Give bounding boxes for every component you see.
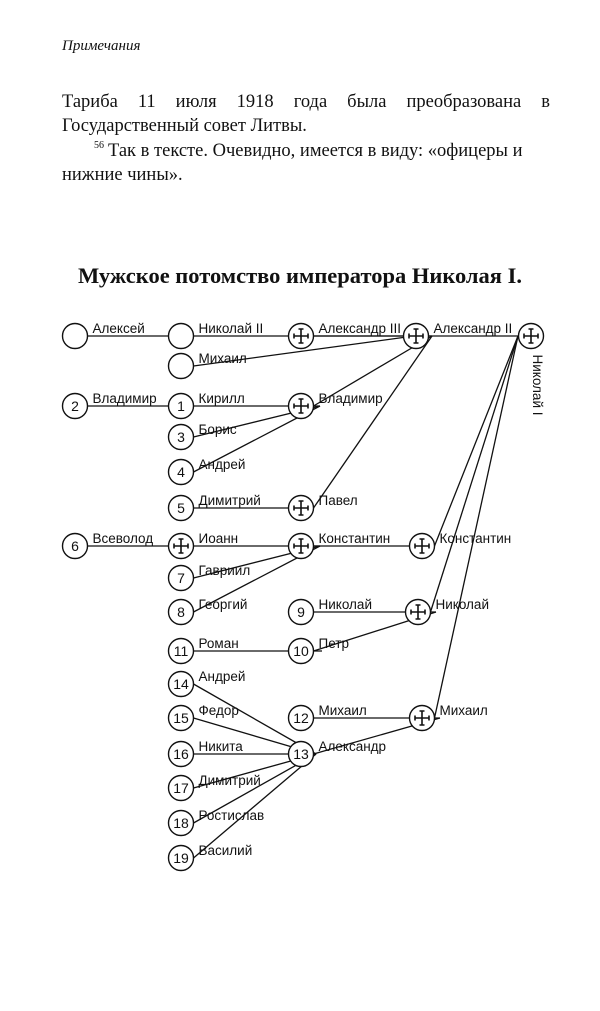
- node-label-gavriil: Гавриил: [199, 563, 251, 578]
- node-circle-boris: [167, 423, 195, 451]
- node-number-dimitri-a: 17: [173, 780, 189, 796]
- edge-mikhail-n-to-root: [433, 335, 519, 719]
- node-label-vladimir2: Владимир: [93, 391, 157, 406]
- node-circle-nikita: [167, 740, 195, 768]
- node-label-vladimir-a: Владимир: [319, 391, 383, 406]
- node-circle-vladimir2: [61, 392, 89, 420]
- node-number-vsevolod: 6: [71, 538, 79, 554]
- node-label-mikhail-12: Михаил: [319, 703, 367, 718]
- node-label-pavel: Павел: [319, 493, 358, 508]
- node-number-gavriil: 7: [177, 570, 185, 586]
- node-circle-nikolai2: [167, 322, 195, 350]
- node-circle-alexander-13: [287, 740, 315, 768]
- node-label-mikhail-a: Михаил: [199, 351, 247, 366]
- node-label-nikita: Никита: [199, 739, 244, 754]
- node-label-nikolai-9: Николай: [319, 597, 373, 612]
- node-circle-georgi: [167, 598, 195, 626]
- node-circle-andrei-a: [167, 670, 195, 698]
- node-label-kirill: Кирилл: [199, 391, 245, 406]
- node-circle-petr: [287, 637, 315, 665]
- node-circle-gavriil: [167, 564, 195, 592]
- node-label-vsevolod: Всеволод: [93, 531, 154, 546]
- node-label-alexander3: Александр III: [319, 321, 402, 336]
- node-circle-vasili: [167, 844, 195, 872]
- cross-icon: [408, 328, 424, 344]
- node-label-ioann: Иоанн: [199, 531, 239, 546]
- cross-icon: [414, 538, 430, 554]
- node-number-andrei-v: 4: [177, 464, 185, 480]
- node-number-vladimir2: 2: [71, 398, 79, 414]
- paragraph-text: Тариба 11 июля 1918 года была преобразов…: [62, 92, 550, 136]
- node-number-rostislav: 18: [173, 815, 189, 831]
- footnote-text: Так в тексте. Очевидно, имеется в виду: …: [62, 141, 523, 185]
- node-label-nikolai2: Николай II: [199, 321, 264, 336]
- node-number-kirill: 1: [177, 398, 185, 414]
- node-number-mikhail-12: 12: [293, 710, 309, 726]
- node-number-georgi: 8: [177, 604, 185, 620]
- edge-mikhail-a-to-alexander3: [193, 335, 415, 367]
- node-number-vasili: 19: [173, 850, 189, 866]
- cross-icon: [173, 538, 189, 554]
- running-header: Примечания: [62, 38, 141, 54]
- edge-nikolai-n-to-root: [429, 335, 519, 613]
- node-number-nikolai-9: 9: [297, 604, 305, 620]
- node-number-alexander-13: 13: [293, 746, 309, 762]
- node-circle-rostislav: [167, 809, 195, 837]
- node-number-petr: 10: [293, 643, 309, 659]
- cross-icon: [523, 328, 539, 344]
- node-circle-dimitri-p: [167, 494, 195, 522]
- cross-icon: [293, 500, 309, 516]
- node-label-roman: Роман: [199, 636, 239, 651]
- node-label-alexander2: Александр II: [434, 321, 513, 336]
- node-circle-vsevolod: [61, 532, 89, 560]
- node-number-boris: 3: [177, 429, 185, 445]
- node-circle-alexei: [61, 322, 89, 350]
- node-label-dimitri-a: Димитрий: [199, 773, 261, 788]
- node-label-dimitri-p: Димитрий: [199, 493, 261, 508]
- node-circle-fedor: [167, 704, 195, 732]
- node-label-alexei: Алексей: [93, 321, 145, 336]
- root-label: Николай I: [530, 355, 545, 416]
- node-circle-roman: [167, 637, 195, 665]
- cross-icon: [293, 538, 309, 554]
- node-number-andrei-a: 14: [173, 676, 189, 692]
- footnote-number: 56: [94, 140, 104, 151]
- node-label-petr: Петр: [319, 636, 349, 651]
- node-circle-mikhail-a: [167, 352, 195, 380]
- node-label-konstantin-n: Константин: [440, 531, 512, 546]
- cross-icon: [410, 604, 426, 620]
- node-label-andrei-a: Андрей: [199, 669, 246, 684]
- edge-konstantin-n-to-root: [433, 335, 519, 547]
- node-label-vasili: Василий: [199, 843, 253, 858]
- node-number-roman: 11: [174, 643, 189, 659]
- node-label-konstantin-k: Константин: [319, 531, 391, 546]
- node-label-rostislav: Ростислав: [199, 808, 265, 823]
- node-label-andrei-v: Андрей: [199, 457, 246, 472]
- cross-icon: [293, 328, 309, 344]
- node-circle-mikhail-12: [287, 704, 315, 732]
- node-label-fedor: Федор: [199, 703, 239, 718]
- diagram-title: Мужское потомство императора Николая I.: [77, 263, 522, 288]
- cross-icon: [414, 710, 430, 726]
- edge-vasili-to-alexander-13: [193, 753, 317, 859]
- cross-icon: [293, 398, 309, 414]
- node-label-mikhail-n: Михаил: [440, 703, 488, 718]
- node-number-dimitri-p: 5: [177, 500, 185, 516]
- node-label-boris: Борис: [199, 422, 237, 437]
- node-number-fedor: 15: [173, 710, 189, 726]
- node-circle-andrei-v: [167, 458, 195, 486]
- node-circle-dimitri-a: [167, 774, 195, 802]
- node-circle-nikolai-9: [287, 598, 315, 626]
- edge-pavel-to-alexander2: [312, 335, 433, 509]
- node-circle-kirill: [167, 392, 195, 420]
- node-label-georgi: Георгий: [199, 597, 248, 612]
- node-number-nikita: 16: [173, 746, 189, 762]
- node-label-alexander-13: Александр: [319, 739, 387, 754]
- node-label-nikolai-n: Николай: [436, 597, 490, 612]
